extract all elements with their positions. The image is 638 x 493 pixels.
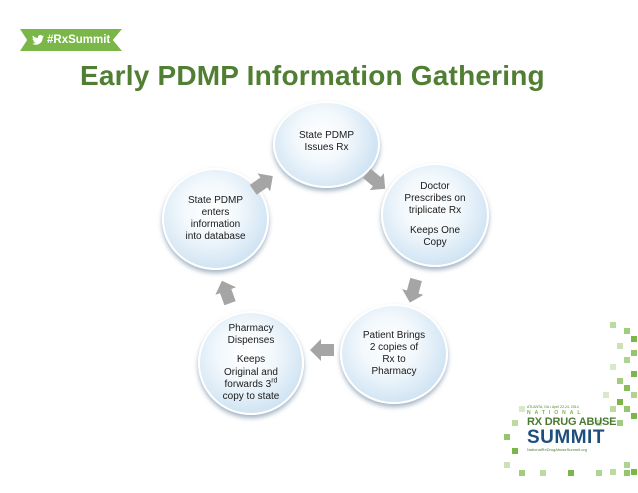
slide-title: Early PDMP Information Gathering [80, 60, 545, 91]
node-text: into database [185, 231, 246, 243]
node-text: Pharmacy [228, 322, 274, 334]
logo-summit: SUMMIT [527, 427, 605, 448]
cycle-node-state-pdmp-issues-rx: State PDMP Issues Rx [273, 101, 380, 188]
cycle-node-doctor-prescribes: Doctor Prescribes on triplicate Rx Keeps… [381, 163, 489, 267]
node-text: enters [201, 206, 230, 218]
node-text: 2 copies of [369, 341, 419, 353]
node-text: State PDMP [298, 130, 355, 141]
node-text: copy to state [222, 390, 280, 402]
logo-rx-drug-abuse: RX DRUG ABUSE [527, 416, 617, 428]
logo-url: NationalRxDrugAbuseSummit.org [527, 447, 588, 452]
node-text: Keeps One [409, 224, 461, 236]
node-text: Prescribes on [404, 193, 466, 205]
hashtag-text: #RxSummit [47, 34, 111, 46]
node-text: triplicate Rx [408, 205, 462, 217]
summit-logo: ATLANTA, GA • April 22-24, 2014 NATIONAL… [527, 405, 625, 457]
cycle-arrow-icon [309, 337, 335, 363]
cycle-arrow-icon [358, 163, 395, 200]
cycle-node-pharmacy-dispenses: Pharmacy Dispenses Keeps Original and fo… [198, 311, 304, 415]
node-text: Copy [423, 236, 447, 248]
node-text: Keeps [236, 354, 266, 366]
node-text: Doctor [420, 181, 450, 193]
logo-mosaic-pattern [596, 322, 637, 475]
node-text: State PDMP [187, 194, 244, 206]
logo-dates: ATLANTA, GA • April 22-24, 2014 [527, 405, 579, 409]
cycle-node-state-pdmp-enters: State PDMP enters information into datab… [162, 168, 269, 270]
ordinal-suffix: rd [271, 377, 278, 385]
hashtag-banner: #RxSummit [20, 29, 122, 51]
node-text: forwards 3 [224, 378, 272, 390]
logo-mosaic-pattern [504, 406, 630, 476]
node-text: Patient Brings [362, 329, 426, 341]
twitter-bird-icon [32, 35, 44, 45]
cycle-arrow-icon [397, 275, 429, 307]
cycle-arrow-icon [245, 165, 281, 201]
logo-national: NATIONAL [527, 410, 585, 416]
node-text: Rx to [382, 354, 406, 365]
node-text: information [190, 219, 241, 230]
node-text: Pharmacy [371, 366, 417, 378]
node-text: Original and [224, 366, 278, 378]
cycle-arrow-icon [209, 275, 242, 308]
node-text: Issues Rx [304, 142, 349, 154]
node-text: Dispenses [227, 335, 275, 347]
cycle-node-patient-brings: Patient Brings 2 copies of Rx to Pharmac… [340, 304, 448, 404]
node-text-forwards: forwards 3rd [224, 377, 278, 391]
